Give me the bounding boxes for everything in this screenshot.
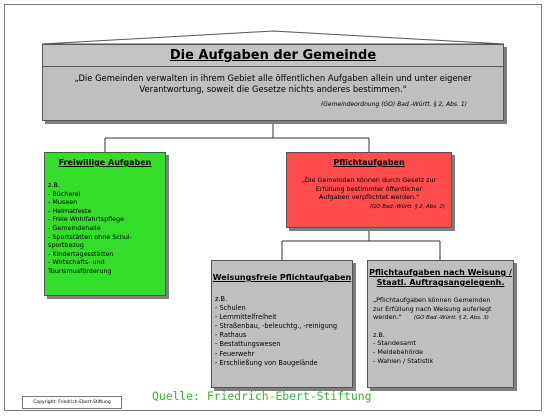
list-item: - Sportstätten ohne Schul-	[48, 232, 132, 241]
list-item: z.B.	[48, 181, 60, 189]
weisung-title-line: Pflichtaufgaben nach Weisung /	[369, 268, 512, 277]
quote-line: „Die Gemeinden können durch Gesetz zur	[301, 176, 437, 184]
list-item: sportbezug	[48, 241, 84, 250]
list-item: - Erschließung von Baugelände	[215, 358, 318, 367]
list-item: - Wirtschafts- und	[48, 258, 105, 267]
header-quote: „Die Gemeinden verwalten in ihrem Gebiet…	[57, 73, 489, 95]
list-item: - Rathaus	[215, 331, 247, 340]
list-item: - Bestattungswesen	[215, 340, 281, 349]
pflichtaufgaben-nach-weisung-box: Pflichtaufgaben nach Weisung / Staatl. A…	[367, 260, 514, 388]
pflichtaufgaben-box: Pflichtaufgaben „Die Gemeinden können du…	[286, 152, 452, 228]
pflichtaufgaben-title: Pflichtaufgaben	[333, 158, 405, 167]
weisung-quote: „Pflichtaufgaben können Gemeinden zur Er…	[373, 296, 509, 323]
weisung-title-line: Staatl. Auftragsangelegenh.	[376, 278, 505, 287]
list-item: - Straßenbau, -beleuchtg., -reinigung	[215, 322, 338, 331]
freiwillige-aufgaben-list: z.B. - Bücherei - Museen - Heimatfeste -…	[48, 181, 165, 276]
weisung-title: Pflichtaufgaben nach Weisung / Staatl. A…	[368, 268, 513, 288]
quote-line: „Pflichtaufgaben können Gemeinden	[373, 296, 491, 304]
list-item: - Lernmittelfreiheit	[215, 313, 277, 322]
header-quote-line: „Die Gemeinden verwalten in ihrem Gebiet…	[74, 73, 472, 83]
header-box: Die Aufgaben der Gemeinde „Die Gemeinden…	[42, 44, 504, 121]
roof-shape	[41, 30, 505, 45]
freiwillige-aufgaben-title: Freiwillige Aufgaben	[58, 158, 152, 167]
header-source: (Gemeindeordnung (GO) Bad.-Württ. § 2, A…	[320, 101, 467, 108]
quote-line: Erfüllung bestimmter öffentlicher	[315, 184, 423, 193]
list-item: - Feuerwehr	[215, 349, 255, 358]
weisungsfreie-pflichtaufgaben-box: Weisungsfreie Pflichtaufgaben z.B. - Sch…	[211, 260, 353, 388]
list-item: - Heimatfeste	[48, 206, 92, 215]
pflichtaufgaben-quote: „Die Gemeinden können durch Gesetz zur E…	[293, 176, 445, 202]
weisungsfreie-list: z.B. - Schulen - Lernmittelfreiheit - St…	[215, 295, 352, 368]
source-caption: Quelle: Friedrich-Ebert-Stiftung	[152, 389, 372, 403]
list-item: - Schulen	[215, 304, 246, 313]
header-quote-line: Verantwortung, soweit die Gesetze nichts…	[139, 84, 407, 94]
weisung-list: z.B. - Standesamt - Meldebehörde - Wahle…	[373, 331, 513, 365]
list-item: z.B.	[215, 295, 228, 303]
list-item: - Meldebehörde	[373, 347, 423, 356]
freiwillige-aufgaben-box: Freiwillige Aufgaben z.B. - Bücherei - M…	[44, 152, 166, 296]
list-item: - Bücherei	[48, 189, 81, 198]
weisung-source: (GO Bad.-Württ. § 2, Abs. 3)	[413, 315, 489, 322]
weisungsfreie-title: Weisungsfreie Pflichtaufgaben	[212, 273, 352, 282]
pflichtaufgaben-source: (GO Bad.-Württ. § 2, Abs. 2)	[370, 203, 445, 210]
copyright-label: Copyright: Friedrich-Ebert-Stiftung	[22, 396, 122, 409]
quote-line-text: werden."	[373, 313, 402, 322]
list-item: - Wahlen / Statistik	[373, 356, 434, 365]
list-item: - Museen	[48, 198, 78, 207]
list-item: - Kindertagesstätten	[48, 249, 114, 258]
list-item: - Freie Wohlfahrtspflege	[48, 215, 125, 224]
quote-line: werden." (GO Bad.-Württ. § 2, Abs. 3)	[373, 313, 509, 323]
quote-line: zur Erfüllung nach Weisung auferlegt	[373, 304, 492, 313]
list-item: z.B.	[373, 330, 385, 339]
page-title: Die Aufgaben der Gemeinde	[43, 45, 503, 67]
quote-line: Aufgaben verpflichtet werden."	[318, 193, 420, 202]
list-item: - Standesamt	[373, 339, 416, 348]
list-item: Tourismusförderung	[48, 266, 112, 275]
list-item: - Gemeindehalle	[48, 223, 101, 232]
